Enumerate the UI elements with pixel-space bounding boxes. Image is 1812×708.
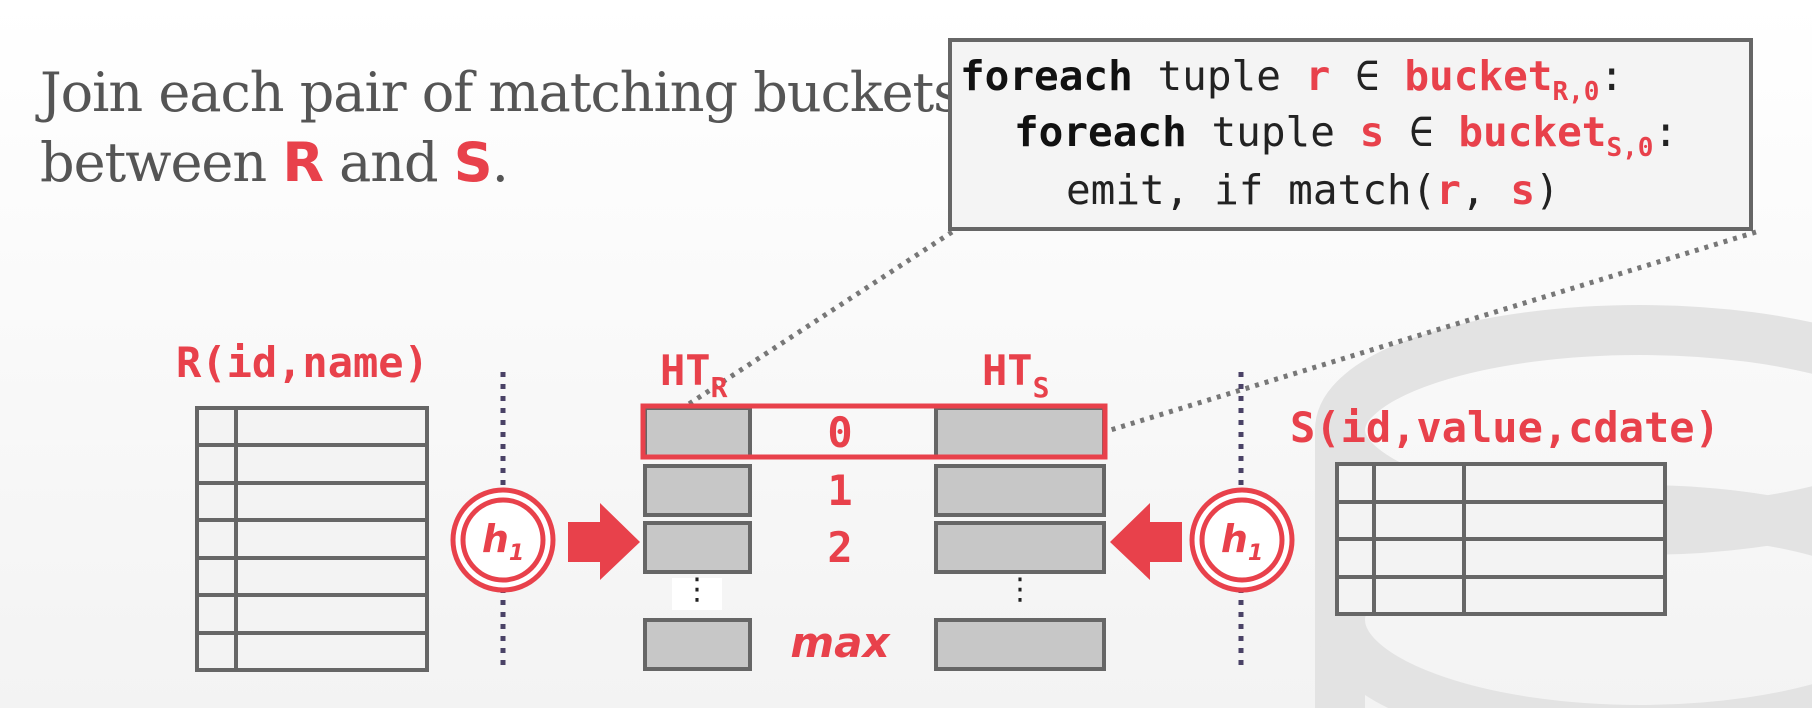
s-table	[1335, 462, 1667, 616]
hash-label-left: h1	[481, 517, 525, 566]
relation-r: R	[282, 131, 324, 194]
r-table-label: R(id,name)	[176, 338, 429, 387]
r-table	[195, 406, 429, 672]
hash-label-right: h1	[1220, 517, 1264, 566]
arrow-right	[568, 503, 640, 580]
ht-s-label: HTS	[982, 346, 1050, 404]
slide-title: Join each pair of matching buckets betwe…	[40, 58, 961, 198]
s-table-label: S(id,value,cdate)	[1290, 403, 1720, 452]
ht-s-vdots: ⋮	[1005, 572, 1035, 607]
bucket-index-0: 0	[827, 408, 853, 457]
bucket-index-2: 2	[827, 523, 853, 572]
hash-function-left: h1	[450, 487, 556, 593]
relation-s: S	[453, 131, 493, 194]
ht-r-buckets	[643, 406, 752, 671]
code-line-2: foreach tuple s ∈ bucketS,0:	[1014, 108, 1679, 163]
code-line-3: emit, if match(r, s)	[1066, 166, 1560, 214]
ht-s-buckets	[934, 406, 1106, 671]
hash-circle-left	[450, 487, 556, 593]
zoom-line-right	[1103, 229, 1757, 435]
bucket-index-1: 1	[827, 466, 853, 515]
hash-function-right: h1	[1189, 487, 1295, 593]
code-box: foreach tuple r ∈ bucketR,0: foreach tup…	[948, 38, 1753, 231]
title-line-1: Join each pair of matching buckets	[40, 61, 961, 124]
code-line-1: foreach tuple r ∈ bucketR,0:	[960, 52, 1625, 107]
bucket-0-highlight	[640, 403, 1108, 460]
zoom-line-left	[644, 229, 954, 435]
bucket-index-max: max	[790, 618, 890, 667]
ht-r-label: HTR	[660, 346, 728, 404]
arrow-left	[1110, 503, 1182, 580]
title-line-2: between R and S.	[40, 131, 509, 194]
hash-circle-right	[1189, 487, 1295, 593]
ht-r-vdots: ⋮	[682, 572, 712, 607]
